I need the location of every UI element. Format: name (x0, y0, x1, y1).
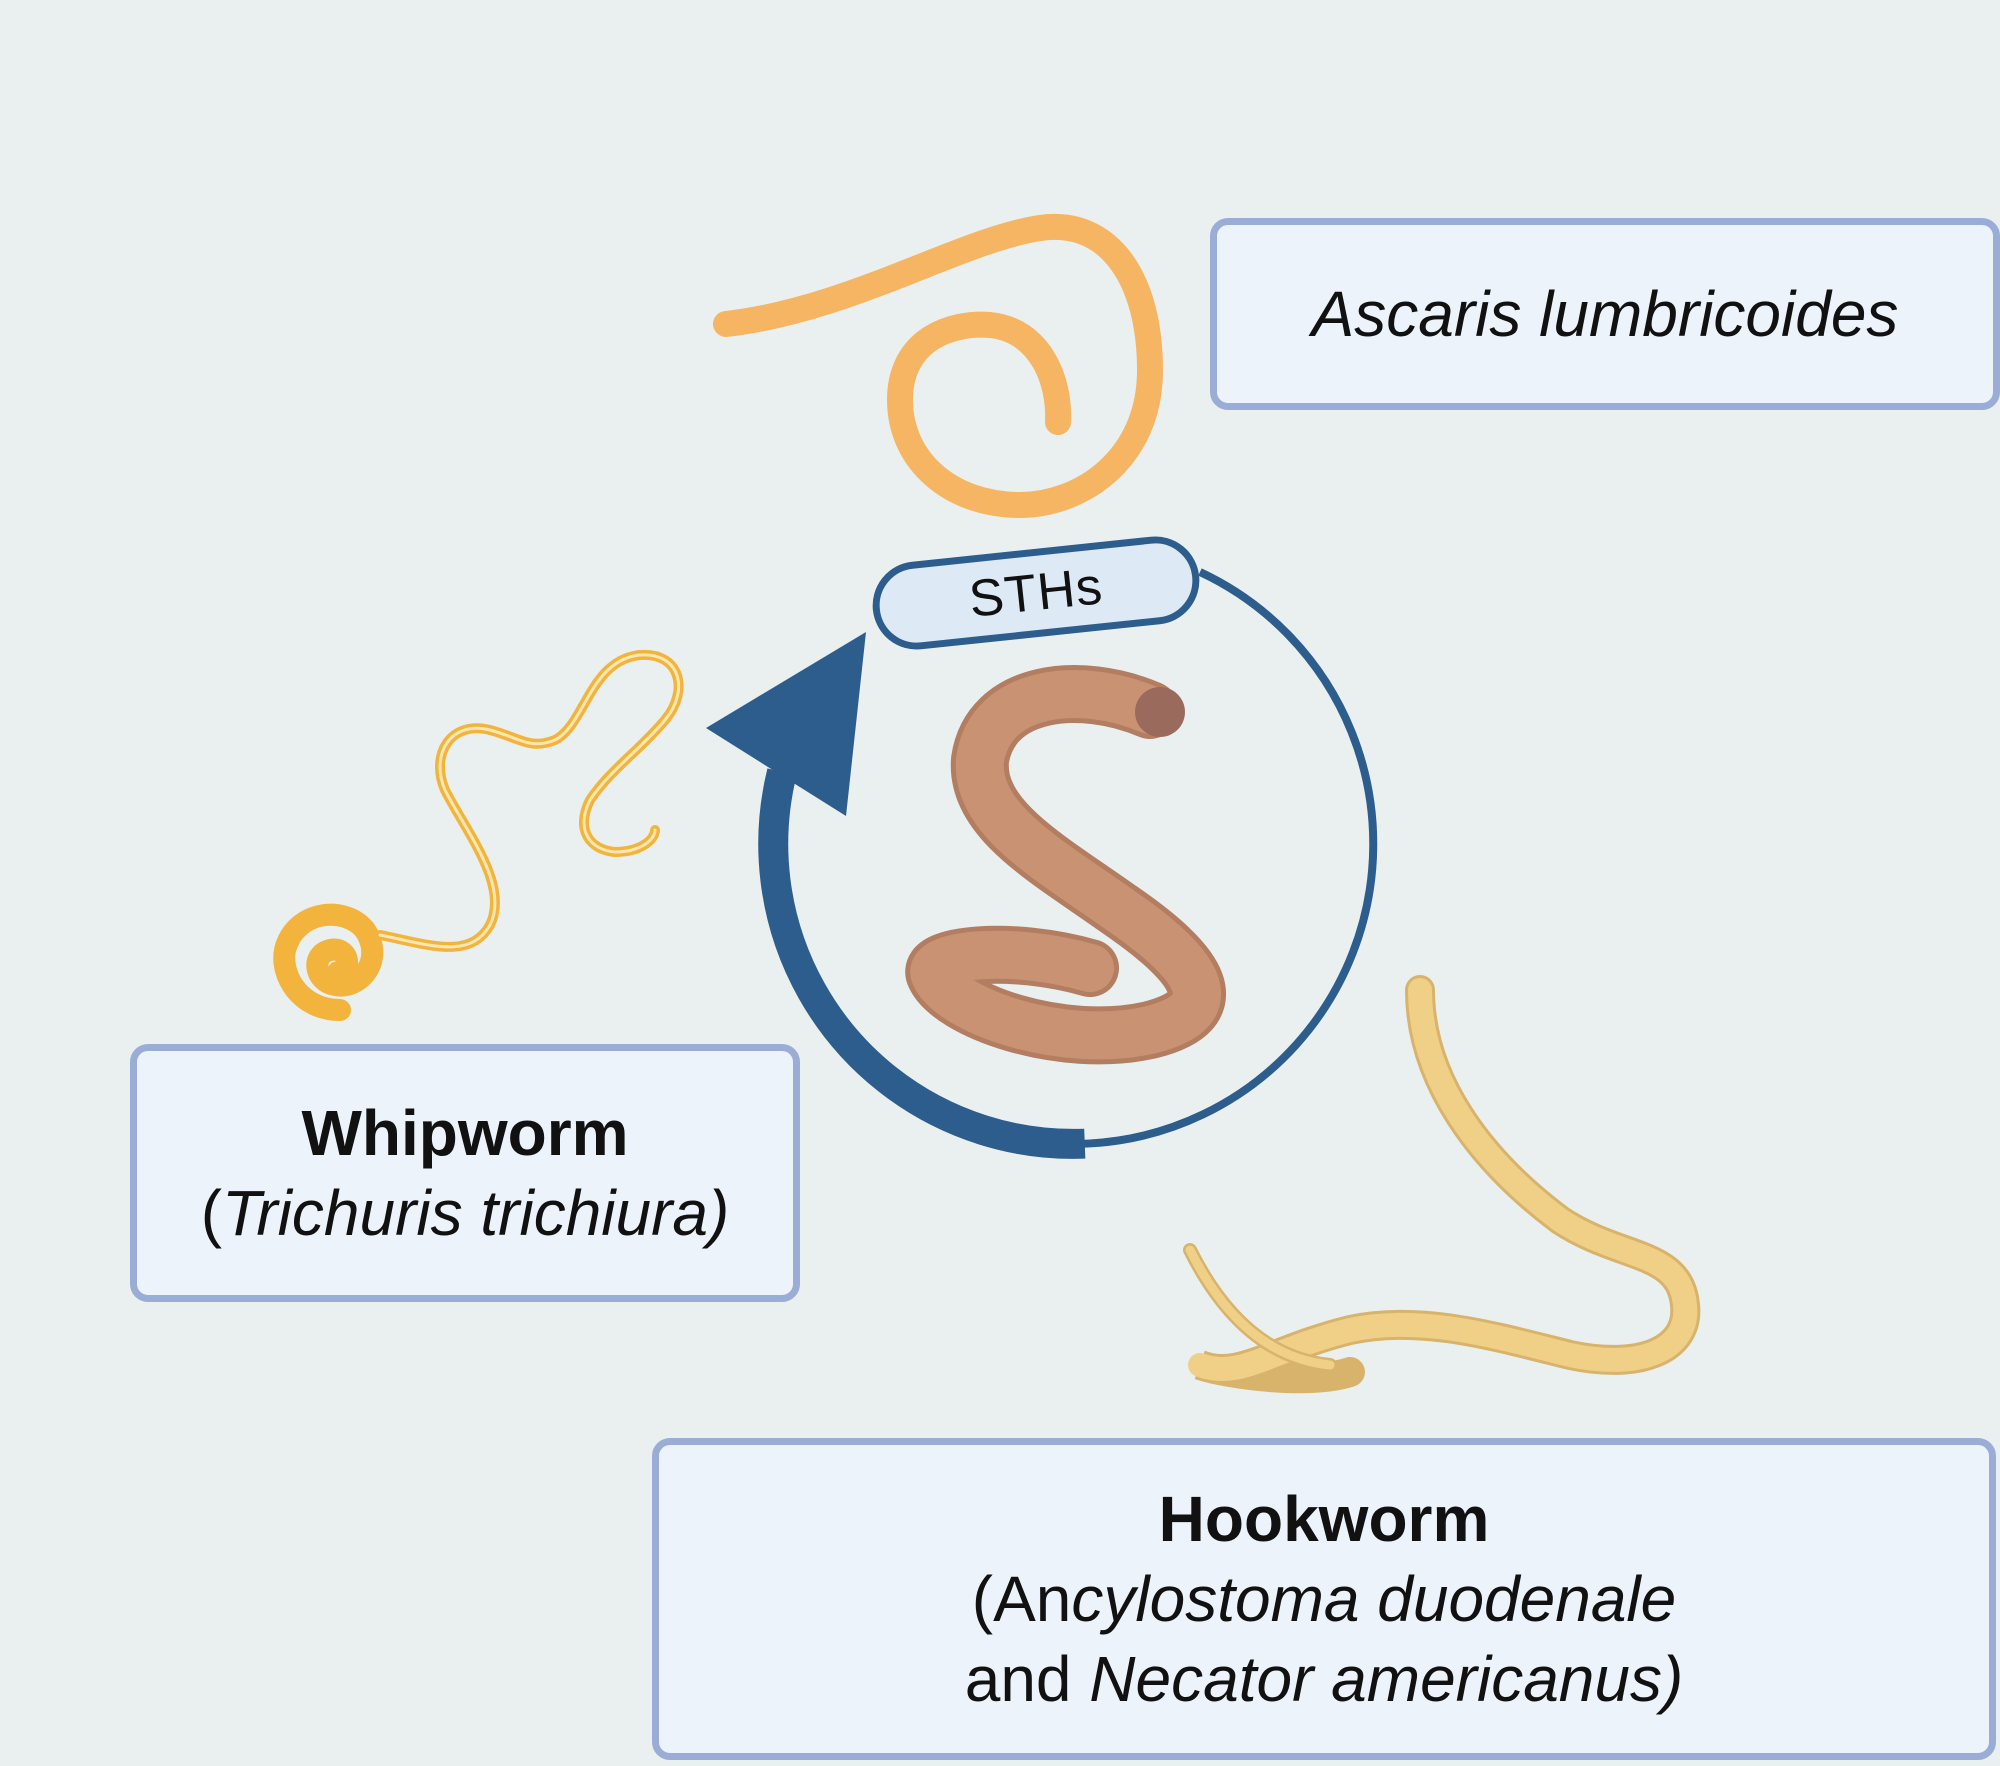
ascaris-worm-icon (713, 213, 1164, 519)
hookworm-line2-regular: (An (971, 1563, 1072, 1635)
whipworm-open-paren: ( (200, 1177, 222, 1249)
whipworm-icon (273, 649, 684, 1021)
hookworm-common-name: Hookworm (1158, 1483, 1490, 1555)
ascaris-scientific-name: Ascaris lumbricoides (1311, 278, 1899, 350)
ascaris-label-box: Ascaris lumbricoides (1210, 218, 2000, 410)
hookworm-icon (1183, 975, 1701, 1394)
cycle-arrow-icon (706, 558, 1389, 1159)
hookworm-necator-name: Necator americanus) (1089, 1643, 1684, 1715)
whipworm-scientific-name: Trichuris trichiura) (222, 1177, 730, 1249)
whipworm-common-name: Whipworm (301, 1097, 629, 1169)
hookworm-line3-regular: and (964, 1643, 1090, 1715)
sth-worm-icon (905, 665, 1226, 1065)
hookworm-ancylostoma-name: cylostoma duodenale (1071, 1563, 1677, 1635)
whipworm-label-box: Whipworm (Trichuris trichiura) (130, 1044, 800, 1302)
hookworm-label-box: Hookworm (Ancylostoma duodenale and Neca… (652, 1438, 1996, 1760)
